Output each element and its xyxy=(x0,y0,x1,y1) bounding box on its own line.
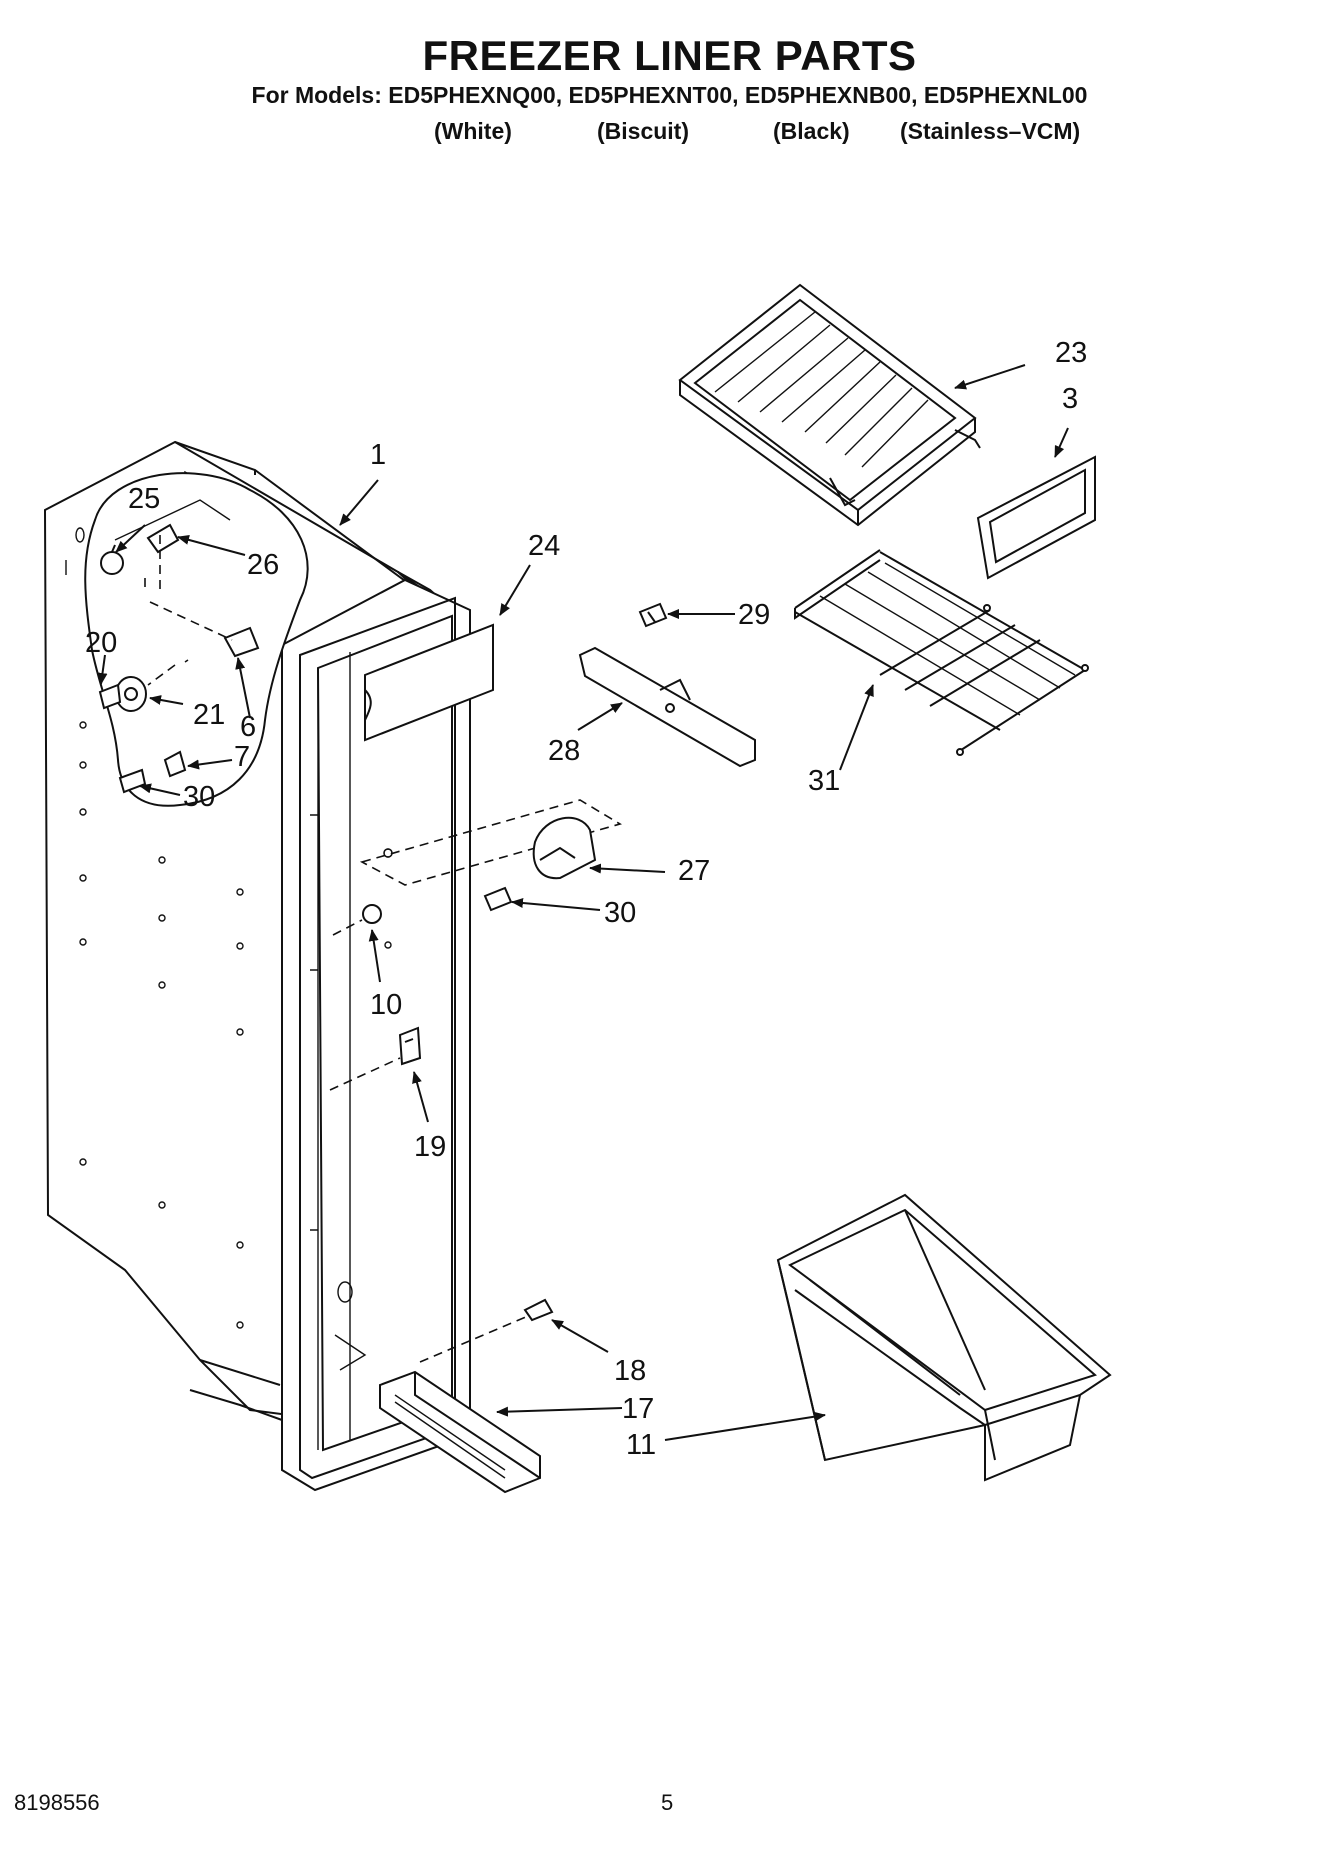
callout-31: 31 xyxy=(808,765,840,797)
page-number: 5 xyxy=(661,1790,674,1815)
model-list: For Models: ED5PHEXNQ00, ED5PHEXNT00, ED… xyxy=(251,82,1088,108)
variant-black: (Black) xyxy=(773,118,850,144)
callout-23: 23 xyxy=(1055,337,1087,369)
callout-17: 17 xyxy=(622,1393,654,1425)
callout-7: 7 xyxy=(234,741,250,773)
callout-26: 26 xyxy=(247,549,279,581)
part-23-shelf xyxy=(678,283,981,527)
part-31-wire-shelf xyxy=(794,549,1089,756)
callout-3: 3 xyxy=(1062,383,1078,415)
part-29-screw xyxy=(638,602,668,628)
variant-white: (White) xyxy=(434,118,512,144)
part-10-screw xyxy=(332,904,382,936)
variant-stainless: (Stainless–VCM) xyxy=(900,118,1081,144)
callout-30-left: 30 xyxy=(183,781,215,813)
variant-biscuit: (Biscuit) xyxy=(597,118,689,144)
callout-18: 18 xyxy=(614,1355,646,1387)
callout-19: 19 xyxy=(414,1131,446,1163)
callout-21: 21 xyxy=(193,699,225,731)
callout-24: 24 xyxy=(528,530,560,562)
part-24-duct-cover xyxy=(364,623,494,742)
leader-arrows xyxy=(97,364,1069,1441)
part-17-grille xyxy=(379,1370,541,1494)
callout-11: 11 xyxy=(626,1429,656,1461)
callout-25: 25 xyxy=(128,483,160,515)
freezer-liner-cabinet xyxy=(43,440,471,1492)
callout-28: 28 xyxy=(548,735,580,767)
callout-6: 6 xyxy=(240,711,256,743)
part-3-shelf-trim xyxy=(976,455,1096,580)
callout-27: 27 xyxy=(678,855,710,887)
callout-10: 10 xyxy=(370,989,402,1021)
callout-20: 20 xyxy=(85,627,117,659)
page-title: FREEZER LINER PARTS xyxy=(422,32,917,79)
part-27-light-housing xyxy=(359,799,622,886)
part-28-shelf-support xyxy=(578,646,756,768)
document-number: 8198556 xyxy=(14,1790,100,1815)
callout-29: 29 xyxy=(738,599,770,631)
callout-30-right: 30 xyxy=(604,897,636,929)
part-18-screw xyxy=(419,1298,554,1363)
part-30-screw-right xyxy=(483,886,513,912)
cutaway-small-parts xyxy=(98,523,260,794)
part-11-bin xyxy=(776,1193,1112,1482)
callout-1: 1 xyxy=(370,439,386,471)
part-19-switch xyxy=(329,1026,422,1091)
